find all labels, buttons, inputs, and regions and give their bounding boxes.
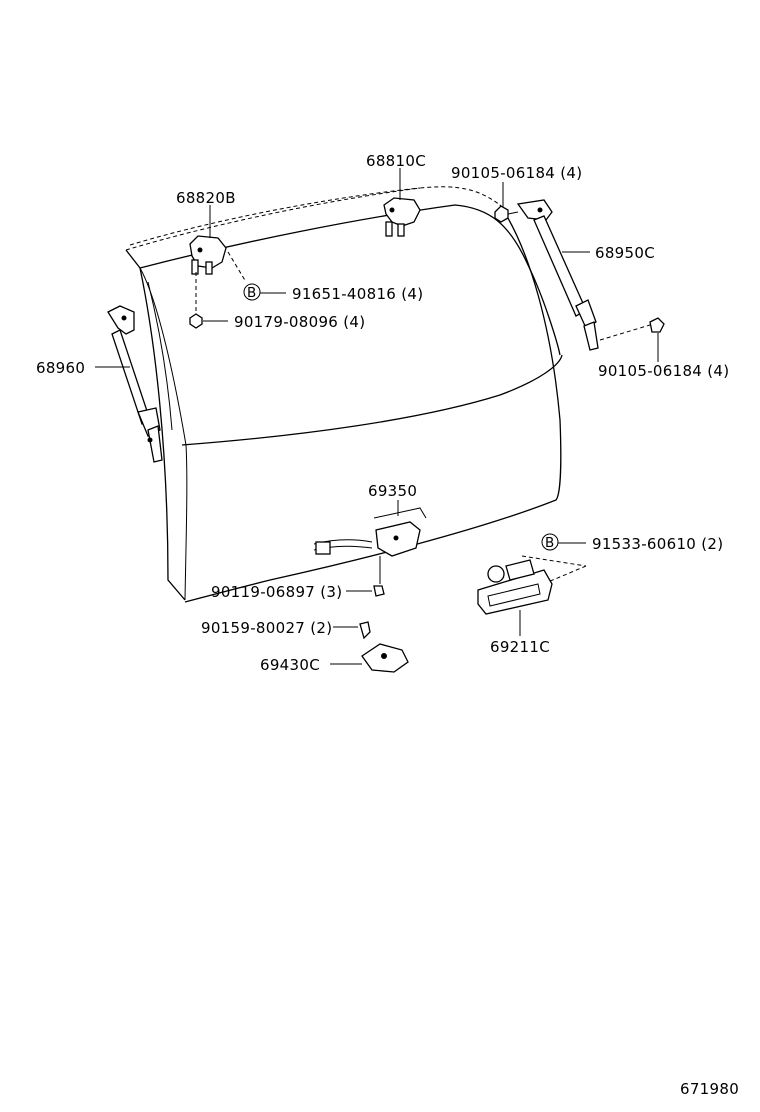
label-68960: 68960 [36, 359, 85, 377]
reference-number: 671980 [680, 1080, 739, 1098]
bolt-91651: B [243, 283, 286, 301]
nut-90179 [189, 313, 228, 329]
label-69211c: 69211C [490, 638, 550, 656]
label-90105-right: 90105-06184 (4) [598, 362, 729, 380]
label-90159: 90159-80027 (2) [201, 619, 332, 637]
label-90105-top: 90105-06184 (4) [451, 164, 582, 182]
screw-90159 [333, 621, 371, 640]
label-91533: 91533-60610 (2) [592, 535, 723, 553]
bracket-69430c [330, 643, 409, 673]
marker-b-2: B [545, 535, 554, 551]
damper-stay-68960 [95, 305, 163, 463]
label-68820b: 68820B [176, 189, 236, 207]
damper-stay-68950c [516, 199, 599, 351]
bolt-90119 [346, 585, 385, 597]
handle-69211c [477, 559, 553, 636]
label-68810c: 68810C [366, 152, 426, 170]
label-69350: 69350 [368, 482, 417, 500]
hinge-68820b [189, 205, 247, 316]
label-91651: 91651-40816 (4) [292, 285, 423, 303]
lock-69350 [313, 500, 427, 584]
marker-b-1: B [247, 285, 256, 301]
bolt-90105-top [494, 182, 519, 223]
bolt-90105-right [599, 317, 665, 362]
label-68950c: 68950C [595, 244, 655, 262]
hinge-68810c [383, 168, 421, 237]
label-90179: 90179-08096 (4) [234, 313, 365, 331]
back-door-panel [125, 186, 563, 603]
label-69430c: 69430C [260, 656, 320, 674]
screw-91533: B [521, 533, 587, 583]
label-90119: 90119-06897 (3) [211, 583, 342, 601]
